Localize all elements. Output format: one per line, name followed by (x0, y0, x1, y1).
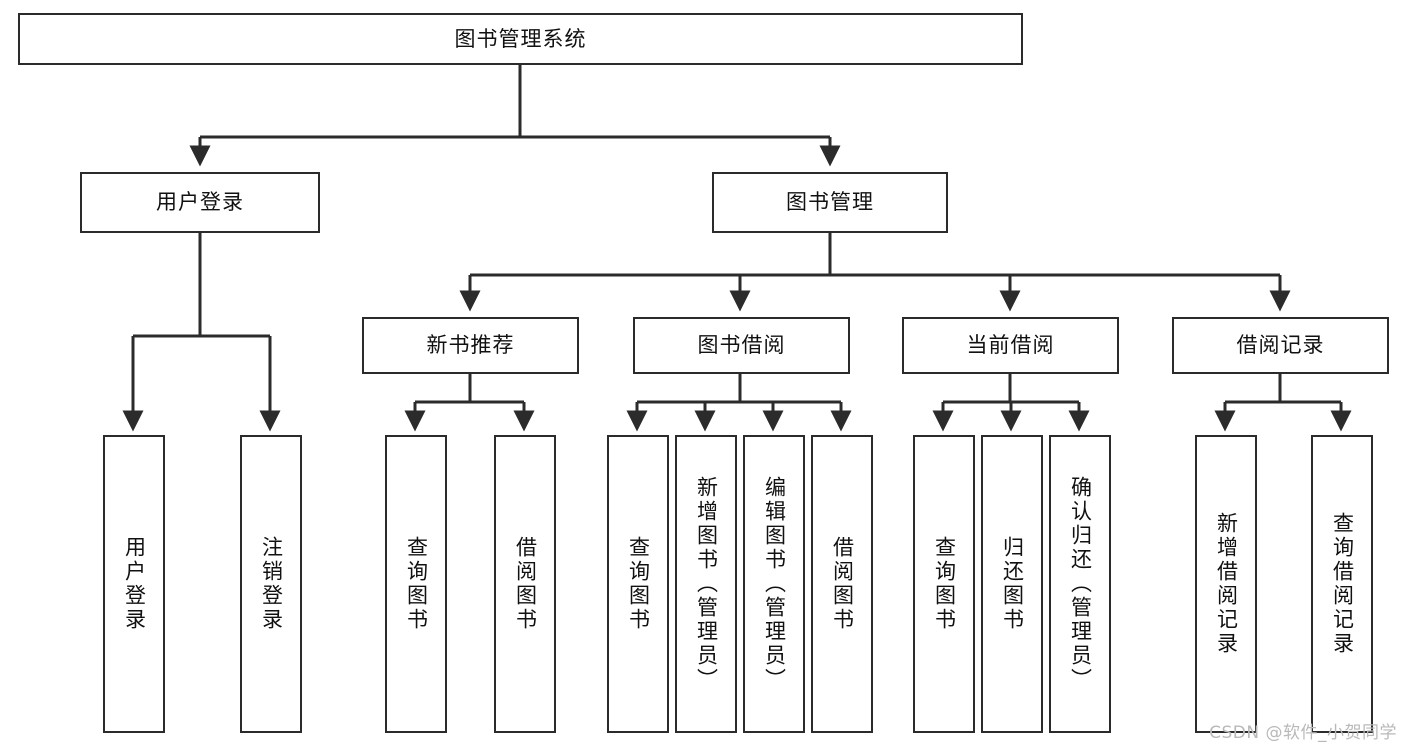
node-user-login-label: 用户登录 (156, 190, 244, 215)
node-current-borrow-label: 当前借阅 (966, 333, 1055, 358)
node-borrow-record-label: 借阅记录 (1236, 333, 1325, 358)
node-user-login[interactable]: 用户登录 (80, 172, 320, 233)
leaf-borrow-book-1-label: 借阅图书 (513, 536, 538, 632)
leaf-borrow-book-2[interactable]: 借阅图书 (811, 435, 873, 733)
node-root-label: 图书管理系统 (454, 26, 587, 51)
node-borrow-record[interactable]: 借阅记录 (1172, 317, 1389, 374)
leaf-edit-book[interactable]: 编辑图书（管理员） (743, 435, 805, 733)
node-book-management-label: 图书管理 (786, 190, 874, 215)
node-book-management[interactable]: 图书管理 (712, 172, 948, 233)
leaf-return-book-label: 归还图书 (1000, 536, 1025, 632)
leaf-query-book-3-label: 查询图书 (932, 536, 957, 632)
leaf-query-book-2[interactable]: 查询图书 (607, 435, 669, 733)
leaf-logout-login[interactable]: 注销登录 (240, 435, 302, 733)
node-current-borrow[interactable]: 当前借阅 (902, 317, 1119, 374)
leaf-borrow-book-1[interactable]: 借阅图书 (494, 435, 556, 733)
leaf-return-book[interactable]: 归还图书 (981, 435, 1043, 733)
leaf-add-record[interactable]: 新增借阅记录 (1195, 435, 1257, 733)
leaf-add-book-label: 新增图书（管理员） (694, 476, 719, 692)
node-new-book-recommend-label: 新书推荐 (426, 333, 515, 358)
node-root[interactable]: 图书管理系统 (18, 13, 1023, 65)
watermark-text: CSDN @软件_小贺同学 (1209, 723, 1397, 743)
leaf-query-record-label: 查询借阅记录 (1330, 512, 1355, 656)
leaf-user-login[interactable]: 用户登录 (103, 435, 165, 733)
leaf-query-book-1[interactable]: 查询图书 (385, 435, 447, 733)
node-new-book-recommend[interactable]: 新书推荐 (362, 317, 579, 374)
leaf-query-book-1-label: 查询图书 (404, 536, 429, 632)
leaf-confirm-return[interactable]: 确认归还（管理员） (1049, 435, 1111, 733)
leaf-add-book[interactable]: 新增图书（管理员） (675, 435, 737, 733)
leaf-query-book-3[interactable]: 查询图书 (913, 435, 975, 733)
leaf-query-book-2-label: 查询图书 (626, 536, 651, 632)
leaf-confirm-return-label: 确认归还（管理员） (1068, 476, 1093, 692)
leaf-borrow-book-2-label: 借阅图书 (830, 536, 855, 632)
leaf-edit-book-label: 编辑图书（管理员） (762, 476, 787, 692)
leaf-logout-login-label: 注销登录 (259, 536, 284, 632)
node-book-borrow-label: 图书借阅 (697, 333, 786, 358)
leaf-query-record[interactable]: 查询借阅记录 (1311, 435, 1373, 733)
node-book-borrow[interactable]: 图书借阅 (633, 317, 850, 374)
leaf-add-record-label: 新增借阅记录 (1214, 512, 1239, 656)
leaf-user-login-label: 用户登录 (122, 536, 147, 632)
